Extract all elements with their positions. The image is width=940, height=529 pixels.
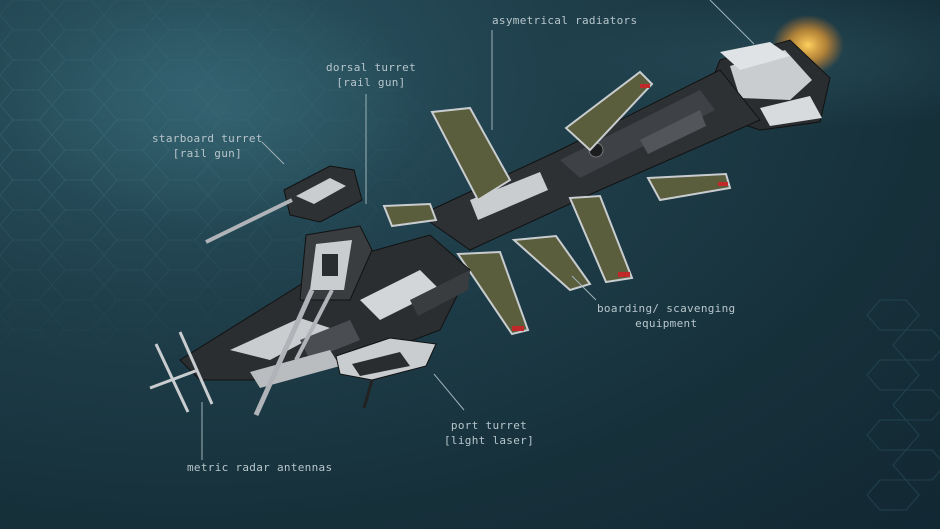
callout-asymmetrical-radiators: asymetrical radiators <box>492 13 637 28</box>
radar-antennas <box>149 331 214 413</box>
engine-leader-line <box>709 0 755 45</box>
callout-boarding-equipment: boarding/ scavenging equipment <box>597 301 735 331</box>
callout-subtext: [light laser] <box>444 434 534 447</box>
port-turret-leader-line <box>433 373 465 411</box>
callout-radar-antennas: metric radar antennas <box>187 460 332 475</box>
starboard-turret <box>205 165 438 244</box>
boarding-leader-line <box>571 275 597 301</box>
callout-port-turret: port turret [light laser] <box>444 418 534 448</box>
callout-text: metric radar antennas <box>187 461 333 474</box>
port-turret <box>335 337 437 409</box>
main-hull-spine <box>419 69 761 251</box>
callout-dorsal-turret: dorsal turret [rail gun] <box>326 60 416 90</box>
callout-subtext: [rail gun] <box>336 76 406 89</box>
radiator-fins <box>430 70 732 336</box>
callout-text: dorsal turret <box>326 61 416 74</box>
callout-text: port turret <box>450 419 528 432</box>
callout-text: asymetrical radiators <box>492 14 638 27</box>
callout-text: boarding/ scavenging <box>597 302 736 315</box>
starboard-turret-leader-line <box>261 141 285 165</box>
callout-text: starboard turret <box>152 132 263 145</box>
callout-subtext: equipment <box>635 317 698 330</box>
dorsal-turret <box>253 225 373 417</box>
hex-grid-right <box>866 299 940 511</box>
callout-starboard-turret: starboard turret [rail gun] <box>152 131 263 161</box>
callout-subtext: [rail gun] <box>172 147 242 160</box>
